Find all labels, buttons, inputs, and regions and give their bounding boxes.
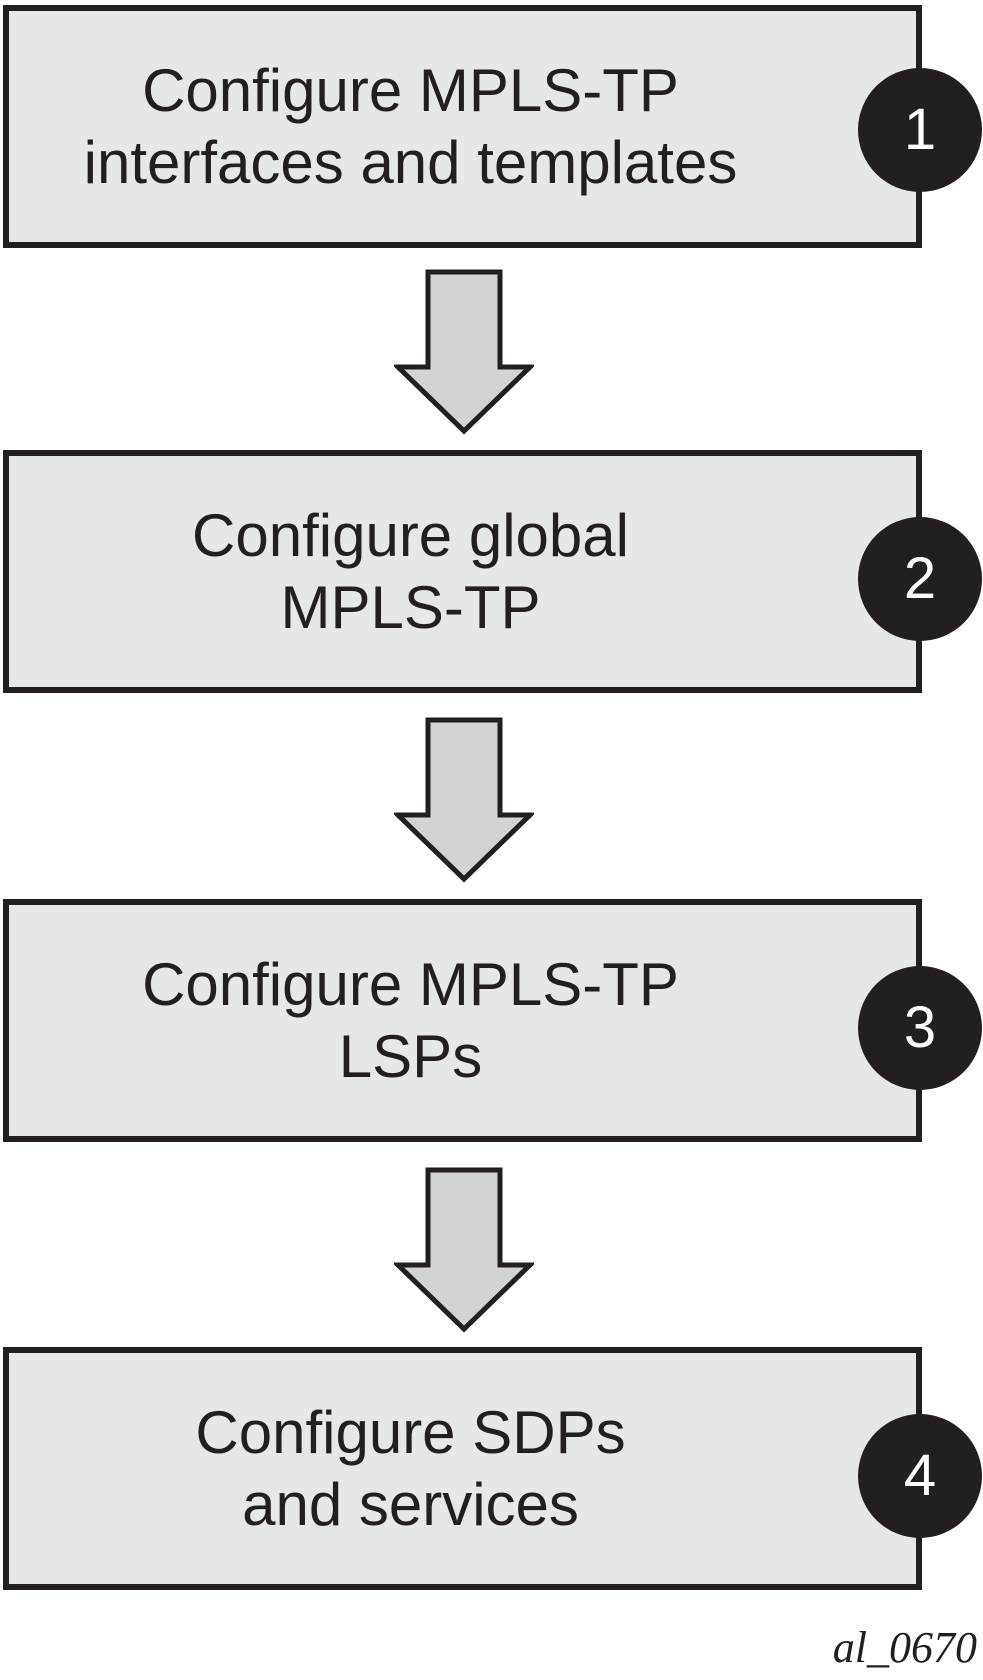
step-2-text: Configure global MPLS-TP bbox=[15, 456, 806, 687]
step-3-text: Configure MPLS-TP LSPs bbox=[15, 905, 806, 1136]
step-1-text: Configure MPLS-TP interfaces and templat… bbox=[15, 11, 806, 242]
step-3-line-2: LSPs bbox=[338, 1022, 483, 1090]
step-3-number-badge: 3 bbox=[858, 966, 982, 1090]
step-1-number-badge: 1 bbox=[858, 68, 982, 192]
down-arrow-3 bbox=[394, 1167, 534, 1333]
step-4-text: Configure SDPs and services bbox=[15, 1353, 806, 1584]
step-1-line-1: Configure MPLS-TP bbox=[142, 56, 679, 124]
step-3-line-1: Configure MPLS-TP bbox=[142, 950, 679, 1018]
step-1-box: Configure MPLS-TP interfaces and templat… bbox=[3, 5, 922, 248]
down-arrow-3-shape bbox=[394, 1167, 534, 1333]
step-2-box: Configure global MPLS-TP bbox=[3, 450, 922, 693]
down-arrow-2 bbox=[394, 717, 534, 883]
step-4-line-1: Configure SDPs bbox=[195, 1398, 626, 1466]
step-3-box: Configure MPLS-TP LSPs bbox=[3, 899, 922, 1142]
down-arrow-1-shape bbox=[394, 269, 534, 435]
down-arrow-2-shape bbox=[394, 717, 534, 883]
down-arrow-1 bbox=[394, 269, 534, 435]
step-2-line-2: MPLS-TP bbox=[280, 573, 541, 641]
figure-id-label: al_0670 bbox=[832, 1623, 977, 1672]
step-4-line-2: and services bbox=[242, 1470, 579, 1538]
step-2-line-1: Configure global bbox=[192, 501, 629, 569]
step-4-box: Configure SDPs and services bbox=[3, 1347, 922, 1590]
step-1-line-2: interfaces and templates bbox=[83, 128, 738, 196]
step-2-number-badge: 2 bbox=[858, 517, 982, 641]
step-4-number-badge: 4 bbox=[858, 1414, 982, 1538]
